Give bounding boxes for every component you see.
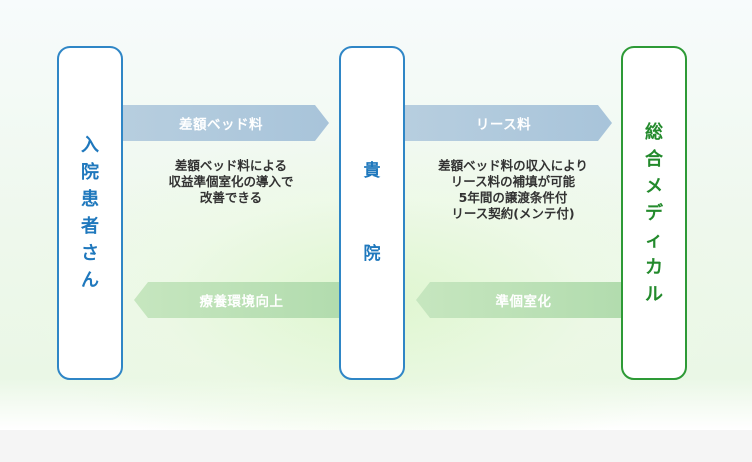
left-description-line: 収益準個室化の導入で: [168, 174, 294, 189]
sogo-char: 合: [645, 148, 663, 170]
left-description-line: 差額ベッド料による: [174, 158, 288, 173]
patient-char: 者: [81, 216, 99, 237]
lease-fee-arrow: リース料: [405, 105, 612, 141]
sogo-char: デ: [645, 202, 663, 224]
patient-char: 入: [81, 135, 99, 156]
sogo-char: ィ: [645, 229, 663, 251]
patient-char: 院: [81, 162, 99, 183]
diagram-canvas: 入 院 患 者 さ ん 貴 院 総 合 メ デ ィ カ ル 差額ベッド料 リース…: [0, 0, 752, 430]
bed-fee-arrow: 差額ベッド料: [123, 105, 329, 141]
care-environment-arrow: 療養環境向上: [134, 282, 339, 318]
sogo-medical-node: 総 合 メ デ ィ カ ル: [621, 46, 687, 380]
patient-char: 患: [81, 189, 99, 210]
right-description: 差額ベッド料の収入により リース料の補填が可能 5年間の譲渡条件付 リース契約(…: [405, 158, 621, 222]
left-description-line: 改善できる: [199, 190, 263, 205]
care-environment-arrow-label: 療養環境向上: [199, 294, 284, 310]
semi-private-room-arrow: 準個室化: [416, 282, 621, 318]
patient-node: 入 院 患 者 さ ん: [57, 46, 123, 380]
hospital-char: 院: [363, 244, 381, 264]
patient-char: ん: [81, 270, 99, 291]
semi-private-room-arrow-label: 準個室化: [495, 294, 552, 310]
hospital-char: 貴: [363, 161, 381, 181]
right-description-line: 差額ベッド料の収入により: [438, 158, 588, 173]
right-description-line: 5年間の譲渡条件付: [458, 190, 568, 205]
sogo-char: メ: [645, 175, 663, 197]
right-description-line: リース料の補填が可能: [450, 174, 576, 189]
right-description-line: リース契約(メンテ付): [451, 206, 575, 221]
bed-fee-arrow-label: 差額ベッド料: [179, 117, 263, 133]
patient-char: さ: [81, 243, 99, 264]
sogo-char: カ: [645, 256, 663, 278]
hospital-node: 貴 院: [339, 46, 405, 380]
left-description: 差額ベッド料による 収益準個室化の導入で 改善できる: [123, 158, 339, 206]
lease-fee-arrow-label: リース料: [475, 117, 532, 133]
footer-band: [0, 430, 752, 462]
sogo-char: ル: [645, 283, 663, 305]
sogo-char: 総: [645, 121, 663, 143]
